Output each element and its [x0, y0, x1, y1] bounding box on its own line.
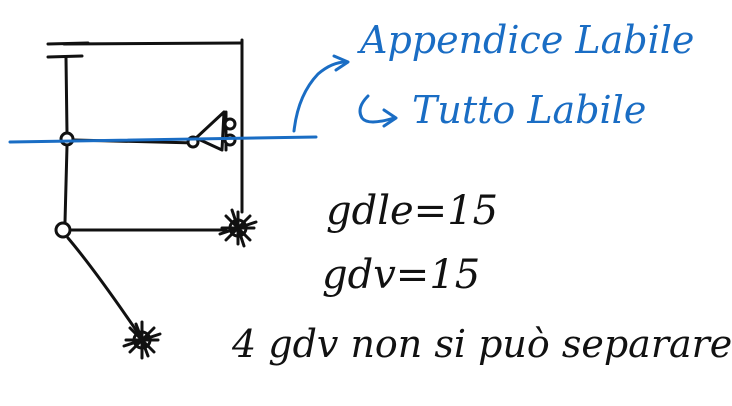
equation-gdv: gdv=15 — [322, 252, 481, 298]
mechanism-hinge-top — [223, 117, 237, 131]
left-column-lower — [63, 144, 69, 224]
structure-sketch — [8, 38, 398, 360]
whiteboard-canvas: Appendice Labile Tutto Labile gdle=15 gd… — [8, 18, 732, 366]
top-beam — [62, 41, 244, 46]
annotation-appendix-label: Appendice Labile — [360, 18, 695, 62]
left-hinge-middle — [59, 131, 75, 147]
annotation-result-label: Tutto Labile — [412, 88, 647, 132]
hook-arrow-icon — [358, 94, 398, 128]
left-hinge-bottom — [54, 221, 72, 239]
note-separation: 4 gdv non si può separare — [232, 322, 732, 366]
support-star-bottom — [122, 320, 162, 360]
left-column-upper — [64, 56, 69, 135]
diagonal-strut — [66, 236, 140, 335]
curved-arrow-icon — [292, 54, 350, 133]
cut-line — [8, 135, 318, 144]
mechanism-hinge-bottom — [223, 133, 237, 147]
support-star-right — [218, 208, 258, 248]
top-cap-tick — [46, 54, 84, 59]
mechanism-triangle — [194, 110, 226, 152]
equation-gdl: gdle=15 — [326, 188, 499, 234]
